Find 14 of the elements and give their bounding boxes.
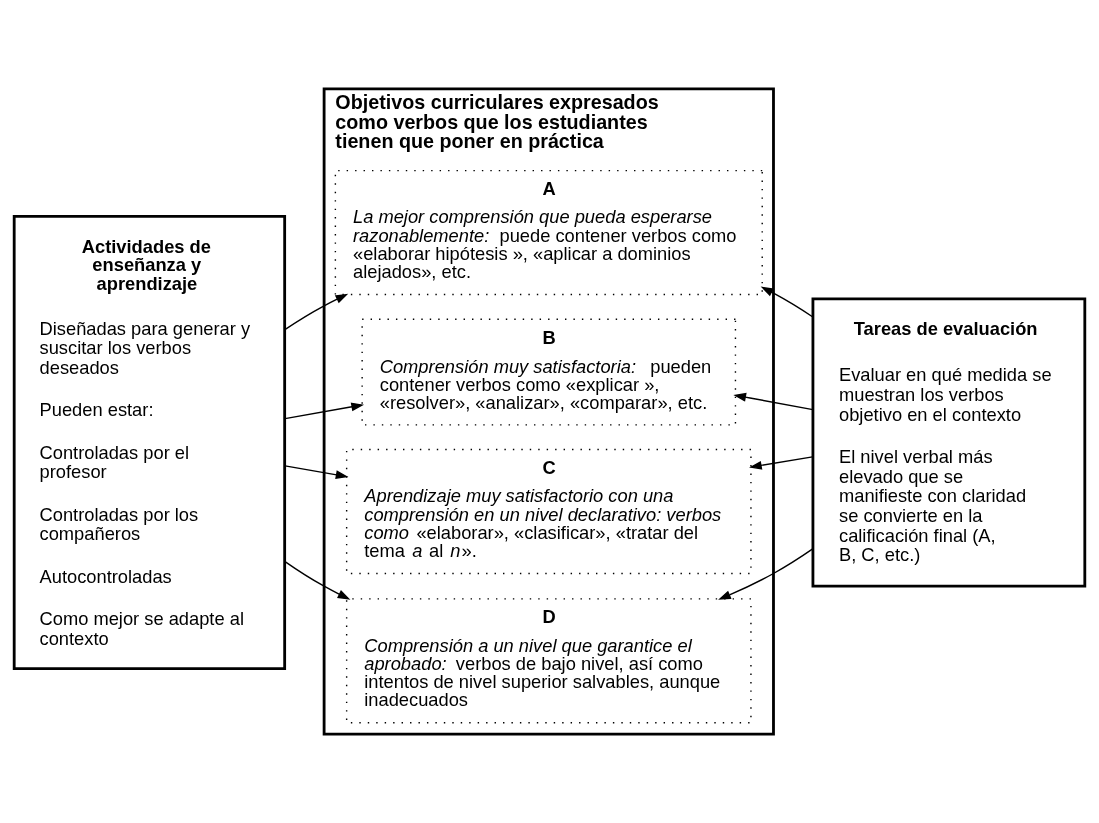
node-box: A La mejor comprensión que pueda esperarse razonablemente: puede contener verbos como «elaborar hipótesis », «aplicar a dominios alejados», etc. [334, 169, 763, 296]
arrow [760, 286, 814, 318]
arrow [284, 560, 351, 600]
node-box: C Aprendizaje muy satisfactorio con una comprensión en un nivel declarativo: verbos como «elaborar», «clasificar», «tratar del tema a al n». [345, 448, 752, 575]
arrow [718, 548, 814, 600]
node-box: B Comprensión muy satisfactoria: pueden contener verbos como «explicar », «resolver», «analizar», «comparar», etc. [361, 318, 737, 426]
arrow [284, 293, 349, 331]
node-box: D Comprensión a un nivel que garantice el aprobado: verbos de bajo nivel, así como intentos de nivel superior salvables, aunque inadecuados [345, 598, 752, 724]
arrow [749, 456, 814, 470]
node-box: Actividades de enseñanza y aprendizaje Diseñadas para generar y suscitar los verbos deseados Pueden estar: Controladas por el profesor Controladas por los compañeros Autocontroladas Como mejor se adapte al contexto [12, 215, 287, 670]
arrow [284, 402, 365, 420]
arrow [733, 392, 814, 411]
node-box: Tareas de evaluación Evaluar en qué medida se muestran los verbos objetivo en el contexto El nivel verbal más elevado que se manifieste con claridad se convierte en la calificación final (A, B, C, etc.) [811, 297, 1087, 588]
arrow [284, 465, 349, 480]
